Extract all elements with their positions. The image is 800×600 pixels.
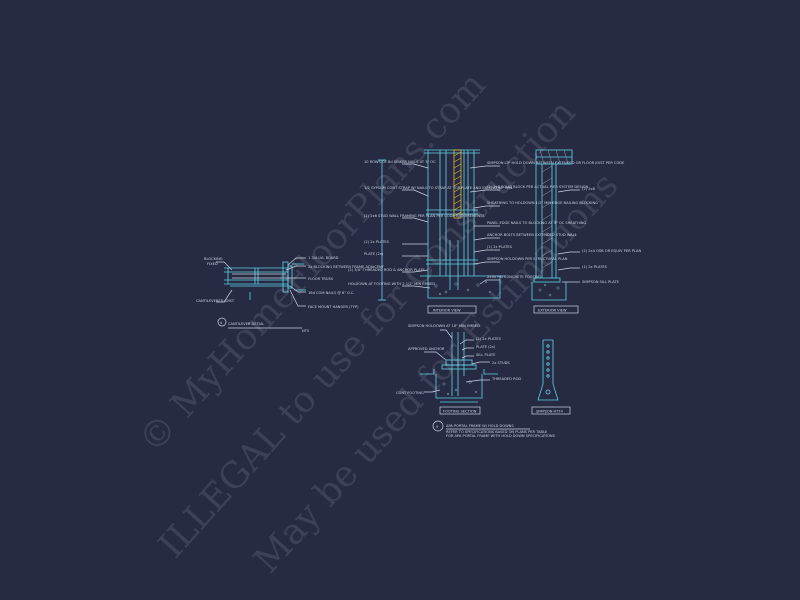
exterior-label: (2) 2x8 (582, 187, 596, 191)
footing-label: THREADED ROD (491, 377, 521, 381)
cantilever-label-cantilevered-joist: CANTILEVERED JOIST (196, 299, 235, 303)
exterior-view: (2) 2x8 (2) 2x4 OSB OR EQUIV PER PLAN (1… (531, 149, 641, 314)
interior-label: SHEATHING TO HOLDOWN 1/2" MIN EDGE NAILI… (487, 201, 598, 205)
footing-label: SILL PLATE (476, 353, 496, 357)
portal-frame-number: 5 (436, 425, 438, 429)
interior-label: SIMPSON HOLDOWN PER STRUCTURAL PLAN (487, 257, 568, 261)
cantilever-label-floor-truss: FLOOR TRUSS (308, 277, 334, 281)
interior-label: ANCHOR BOLTS BETWEEN EXTENDED STUD WALL (487, 233, 577, 237)
cantilever-label-blocking: BLOCKING (204, 257, 223, 261)
footing-section-title: FOOTING SECTION (443, 410, 477, 414)
watermark: © MyHomeFloorPlans.com ILLEGAL to use fo… (131, 65, 626, 581)
interior-left-labels: 10 ROWS OF 8d SINKER NAILS AT 3" OC 1/2 … (348, 160, 513, 286)
interior-label: PLATE (2x) (364, 252, 384, 256)
portal-frame-title-text: APA PORTAL FRAME W/ HOLD DOWNS (446, 424, 514, 428)
footing-label: 2x STUDS (492, 361, 510, 365)
footing-label: PLATE (2x) (476, 345, 496, 349)
interior-label: (1) 2x PLATES (487, 245, 513, 249)
footing-label: CONT FOOTING (396, 391, 424, 395)
interior-label: HOLDOWN AT FOOTING WITH 2 1/2" MIN EMBED (348, 282, 435, 286)
footing-label: (2) 2x PLATES (476, 337, 502, 341)
interior-label: (2) 2x PLATES (364, 240, 390, 244)
interior-label: (2) 2x8 SOLID BLOCK PER ACTUAL PIER SYST… (487, 185, 589, 189)
exterior-label: SIMPSON SILL PLATE (582, 280, 620, 284)
cantilever-label-face-mount-hanger: FACE MOUNT HANGER (TYP) (308, 305, 359, 309)
interior-label: 10 ROWS OF 8d SINKER NAILS AT 3" OC (364, 160, 436, 164)
cantilever-detail: BLOCKING FIXED 1 3/4 LVL BOARD 2x BLOCKI… (196, 256, 385, 333)
interior-label: PANEL EDGE NAILS TO BLOCKING AT 3" OC SH… (487, 221, 586, 225)
exterior-label: (2) 2x4 OSB OR EQUIV PER PLAN (582, 249, 641, 253)
cantilever-label-rim-board: 1 3/4 LVL BOARD (308, 256, 339, 260)
cantilever-label-nails: 16d COM NAILS @ 6" O.C. (308, 291, 355, 295)
interior-label: 2500 PSI CONCRETE FOOTING (487, 275, 542, 279)
cantilever-detail-number: 4 (220, 321, 223, 325)
cantilever-detail-scale: NTS (302, 329, 310, 333)
interior-label: (2) 2x6 STUD WALL FRAMING PER PLAN PER C… (364, 214, 485, 218)
footing-label: SIMPSON HOLDOWN AT 18" MIN EMBED (408, 324, 480, 328)
interior-label: SIMPSON LTP HOLD DOWN BETWEEN EXTENDED O… (487, 161, 625, 165)
interior-right-labels: SIMPSON LTP HOLD DOWN BETWEEN EXTENDED O… (487, 161, 625, 279)
cantilever-label-fixed: FIXED (207, 262, 218, 266)
exterior-label: (1) 2x PLATES (582, 265, 608, 269)
exterior-view-title: EXTERIOR VIEW (538, 309, 567, 313)
interior-view: 10 ROWS OF 8d SINKER NAILS AT 3" OC 1/2 … (348, 149, 625, 314)
simpson-title: SIMPSON HTT4 (536, 410, 564, 414)
cantilever-label-blocking-adjacent: 2x BLOCKING BETWEEN FRAME ADJACENT (308, 265, 385, 269)
interior-view-title: INTERIOR VIEW (433, 309, 461, 313)
simpson-htt4: SIMPSON HTT4 (531, 339, 571, 415)
portal-frame-title: 5 APA PORTAL FRAME W/ HOLD DOWNS REFER T… (432, 420, 556, 438)
portal-frame-note1: REFER TO SPECIFICATIONS BASED ON PLANS P… (446, 430, 548, 434)
cantilever-detail-title: CANTILEVER DETAIL (228, 322, 264, 326)
interior-label: 1/2 GYPSUM CONT STRAP W/ NAILS TO STRAP … (364, 186, 513, 190)
footing-label: APPROVED ANCHOR (408, 347, 445, 351)
interior-label: (2) 3/4" THREADED ROD & ANCHOR PLATE (348, 268, 426, 272)
footing-section: SIMPSON HOLDOWN AT 18" MIN EMBED (2) 2x … (396, 324, 521, 415)
portal-frame-note2: FOR APA PORTAL FRAME WITH HOLD DOWN SPEC… (446, 434, 556, 438)
